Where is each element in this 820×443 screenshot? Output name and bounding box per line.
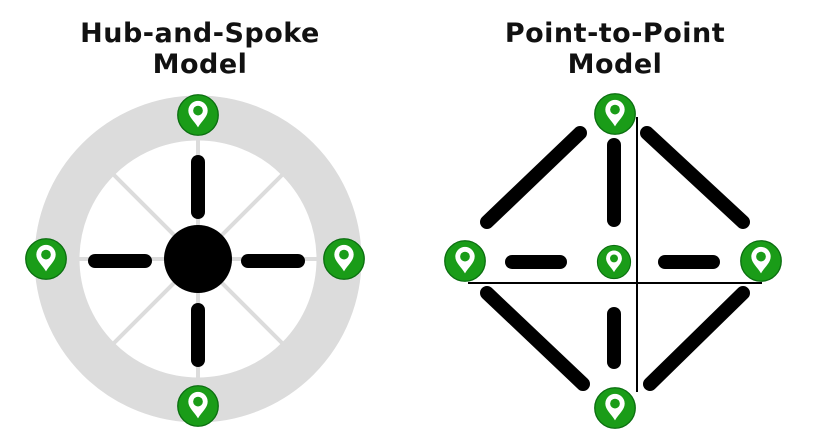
point-to-point-diagram <box>444 93 782 429</box>
map-pin-icon <box>594 93 636 135</box>
map-pin-icon <box>740 240 782 282</box>
connection-west-north <box>480 126 587 229</box>
point-to-point-connections <box>480 126 750 391</box>
connection-east-south <box>643 286 750 391</box>
map-pin-icon <box>177 94 219 136</box>
map-pin-icon <box>594 387 636 429</box>
central-hub <box>164 225 232 293</box>
map-pin-icon <box>25 238 67 280</box>
map-pin-icon <box>596 244 632 280</box>
connection-west-south <box>480 286 590 391</box>
hub-connections <box>88 155 305 367</box>
point-to-point-title: Point-to-Point Model <box>504 18 726 80</box>
map-pin-icon <box>323 238 365 280</box>
map-pin-icon <box>444 240 486 282</box>
axis-lines <box>468 117 762 392</box>
hub-and-spoke-title: Hub-and-Spoke Model <box>80 18 320 80</box>
map-pin-icon <box>177 385 219 427</box>
connection-north-east <box>640 126 750 229</box>
hub-and-spoke-diagram <box>25 94 365 427</box>
